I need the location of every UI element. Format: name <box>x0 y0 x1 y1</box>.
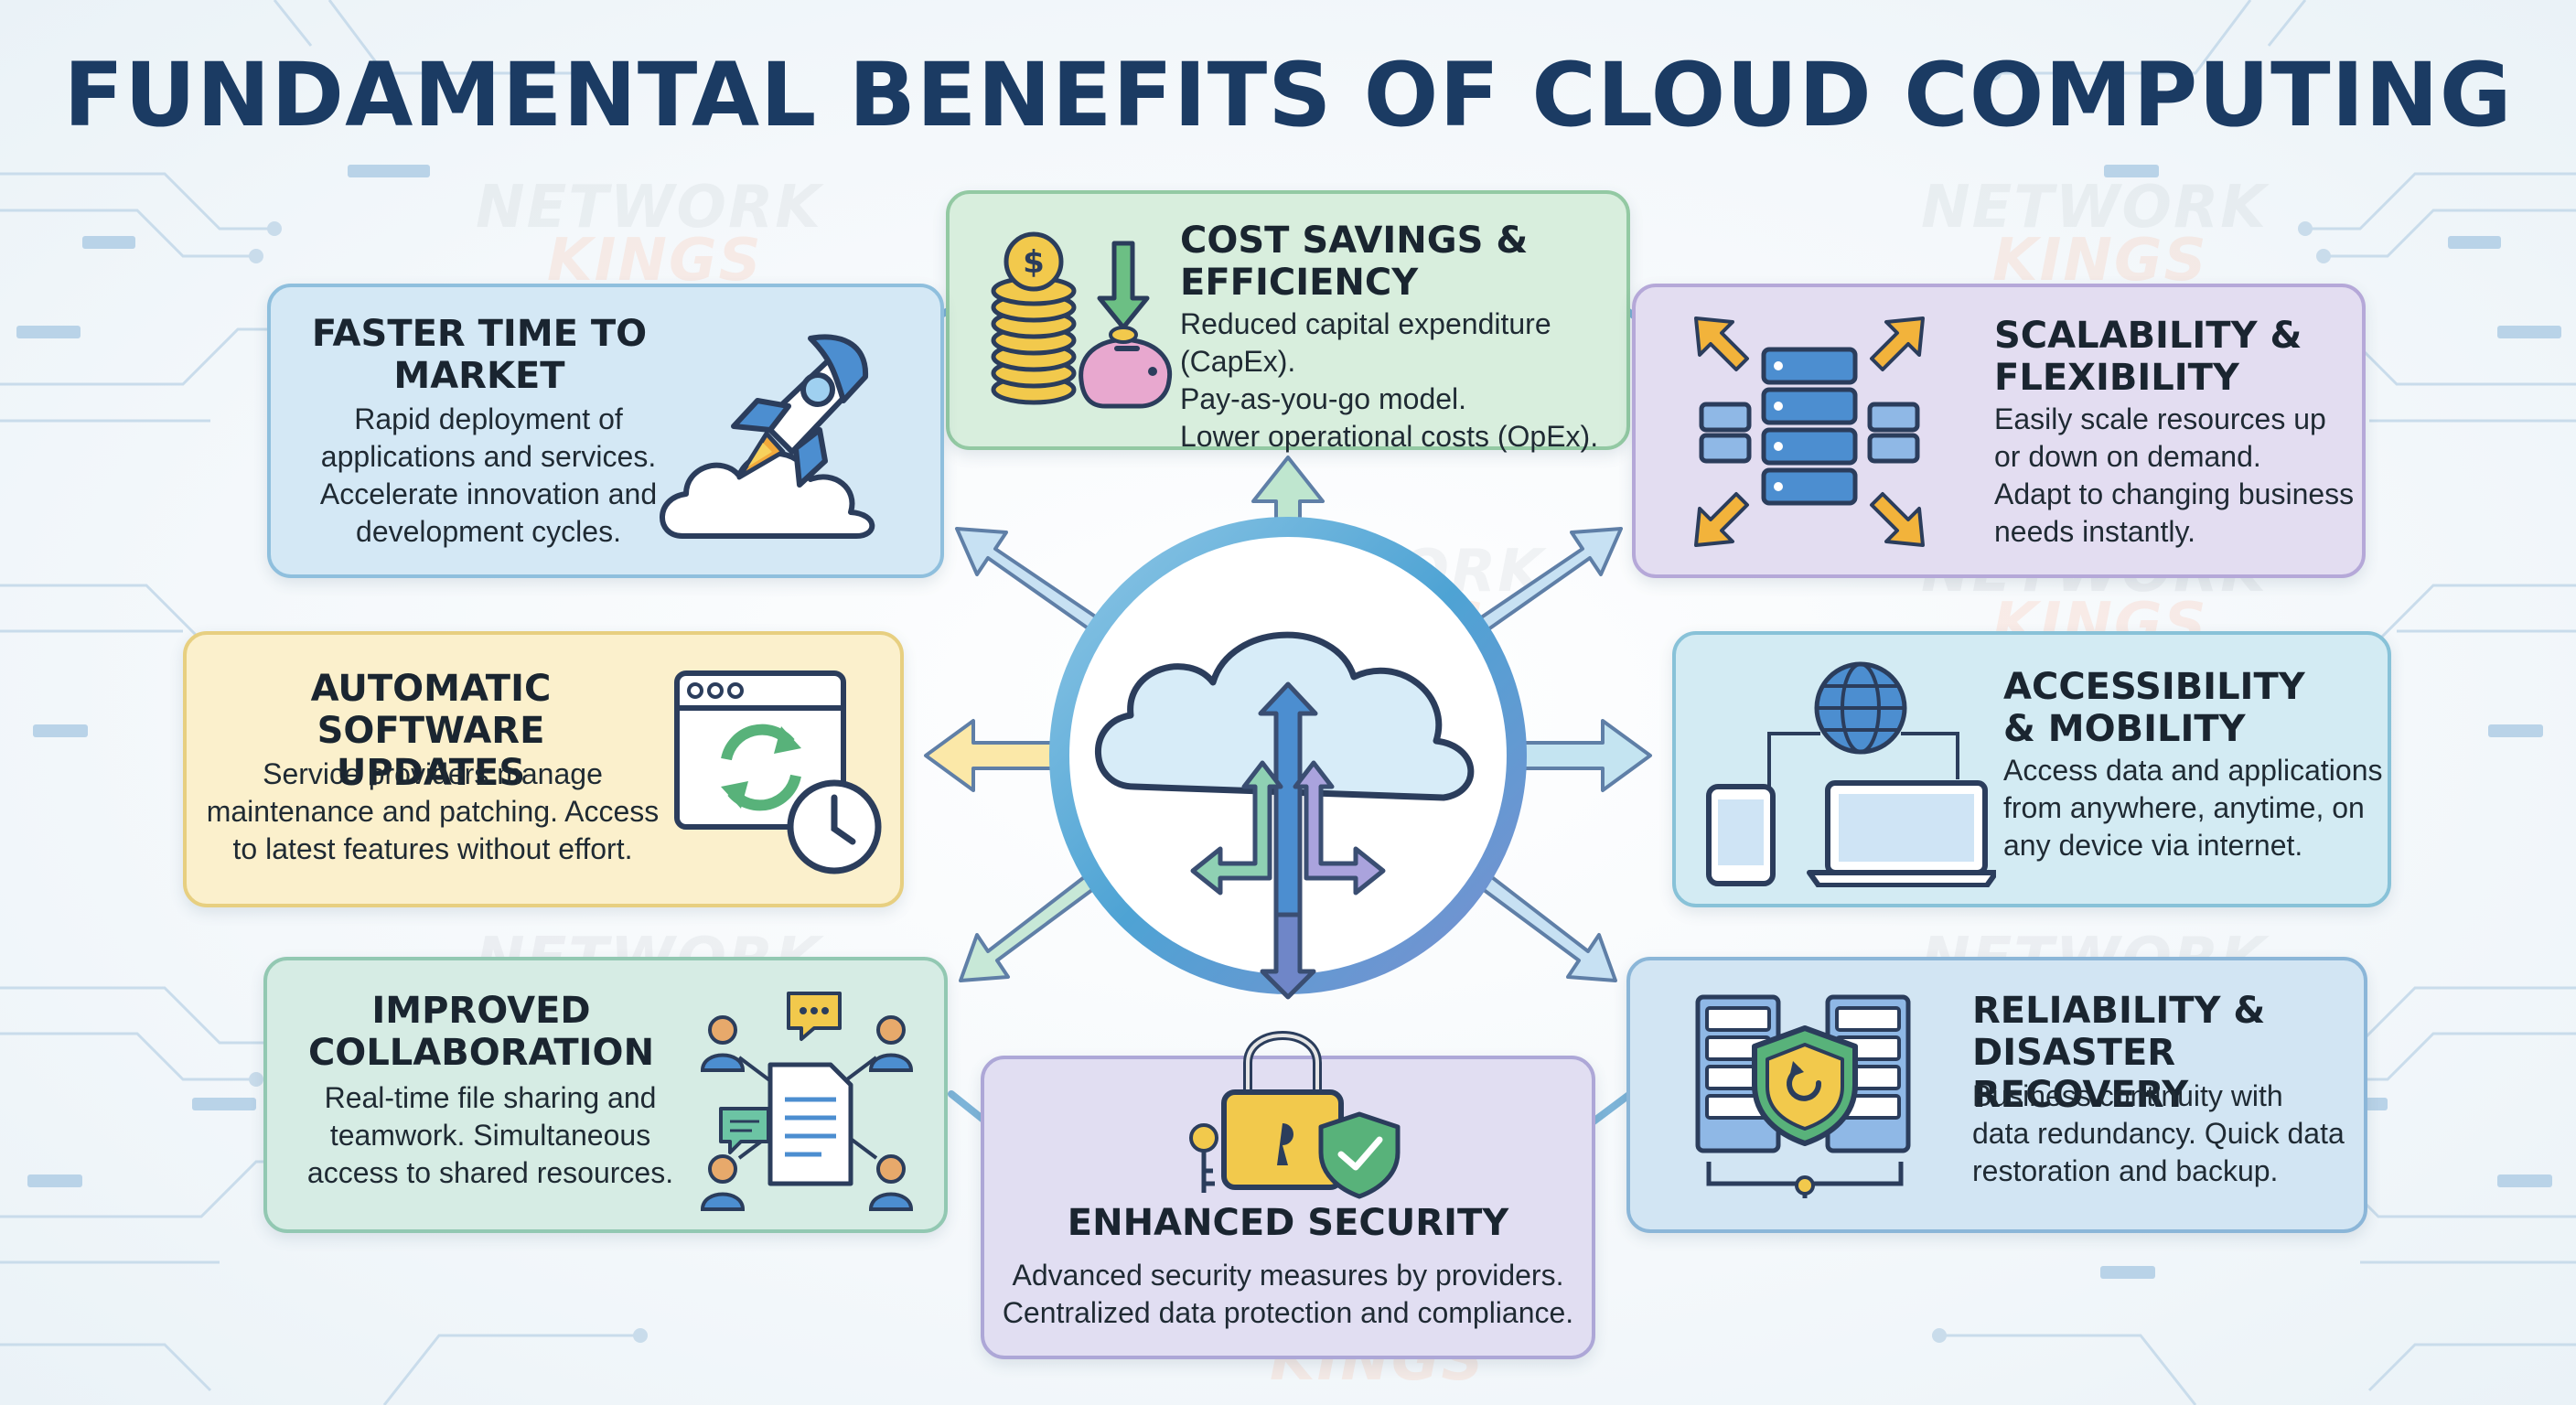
globe-devices-icon <box>1706 661 1996 887</box>
card-enhanced-security: ENHANCED SECURITY Advanced security meas… <box>981 1031 1595 1359</box>
card-title: COST SAVINGS &EFFICIENCY <box>1180 220 1529 304</box>
arrow-to-access <box>1508 719 1652 792</box>
padlock-shield-icon <box>1189 1031 1401 1199</box>
rocket-cloud-icon <box>660 334 875 539</box>
card-title: RELIABILITY &DISASTER RECOVERY <box>1972 990 2266 1116</box>
card-title: SCALABILITY &FLEXIBILITY <box>1994 315 2302 399</box>
page-title: FUNDAMENTAL BENEFITS OF CLOUD COMPUTING <box>63 44 2513 146</box>
software-update-clock-icon <box>674 670 882 874</box>
server-shield-icon <box>1695 994 1911 1198</box>
coins-piggy-bank-icon: $ <box>991 231 1173 409</box>
card-description: Advanced security measures by providers.… <box>1002 1259 1574 1329</box>
central-cloud-icon <box>1049 517 1527 1000</box>
collaboration-people-icon <box>700 992 914 1211</box>
card-title: ACCESSIBILITY& MOBILITY <box>2003 666 2305 750</box>
svg-text:$: $ <box>1023 244 1045 281</box>
arrow-to-collab <box>959 863 1112 982</box>
card-title: ENHANCED SECURITY <box>1067 1202 1509 1244</box>
card-scalability: SCALABILITY &FLEXIBILITY Easily scale re… <box>1632 284 2366 578</box>
card-reliability: RELIABILITY &DISASTER RECOVERY Business … <box>1626 957 2367 1233</box>
card-description: Reduced capital expenditure (CapEx).Pay-… <box>1180 307 1599 453</box>
arrow-to-scalability <box>1462 527 1623 642</box>
server-scaling-icon <box>1694 316 1925 547</box>
card-accessibility: ACCESSIBILITY& MOBILITY Access data and … <box>1672 631 2391 907</box>
arrow-to-updates <box>924 719 1068 792</box>
card-cost-savings: $ COST SAVINGS &EFFICIENCY Reduced capit… <box>946 190 1630 453</box>
